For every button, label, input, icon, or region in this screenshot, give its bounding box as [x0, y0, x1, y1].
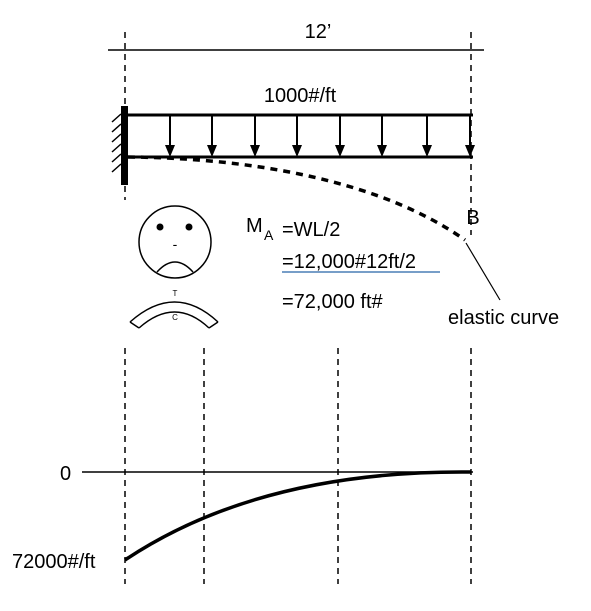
load-label: 1000#/ft [264, 85, 337, 107]
wall [121, 106, 128, 185]
moment-eq-3: =72,000 ft# [282, 291, 384, 313]
moment-equations: M A =WL/2 =12,000#12ft/2 =72,000 ft# [246, 215, 440, 313]
face-outline [138, 205, 212, 279]
load-arrow-head-icon [207, 145, 217, 157]
right-eye-icon [185, 223, 193, 231]
frown-mouth [156, 261, 194, 273]
span-label: 12’ [305, 21, 332, 43]
frowning-face-icon: - [138, 205, 212, 279]
compression-label: C [172, 313, 178, 322]
tension-label: T [173, 289, 178, 298]
moment-symbol: M [246, 215, 263, 237]
load-arrow-head-icon [250, 145, 260, 157]
load-arrow-head-icon [165, 145, 175, 157]
bend-arc-outer [129, 301, 219, 323]
elastic-curve-leader [465, 242, 501, 301]
distributed-load-arrows [165, 115, 475, 157]
moment-zero-label: 0 [60, 463, 71, 485]
load-arrow-head-icon [422, 145, 432, 157]
fixed-support [111, 106, 128, 185]
load-arrow-head-icon [377, 145, 387, 157]
bend-arc-inner [138, 311, 210, 329]
load-arrow-head-icon [292, 145, 302, 157]
moment-subscript: A [264, 227, 274, 243]
bending-segment-icon: T C [129, 289, 219, 329]
face-nose: - [173, 236, 178, 252]
point-b-label: B [466, 207, 479, 229]
load-arrow-head-icon [465, 145, 475, 157]
left-eye-icon [156, 223, 164, 231]
elastic-curve-label: elastic curve [448, 307, 559, 329]
wall-hatching [111, 113, 122, 173]
moment-curve [124, 470, 472, 562]
load-arrow-head-icon [335, 145, 345, 157]
moment-eq-2: =12,000#12ft/2 [282, 251, 416, 273]
elastic-curve [127, 155, 467, 242]
moment-eq-1: =WL/2 [282, 219, 340, 241]
moment-max-label: 72000#/ft [12, 551, 96, 573]
